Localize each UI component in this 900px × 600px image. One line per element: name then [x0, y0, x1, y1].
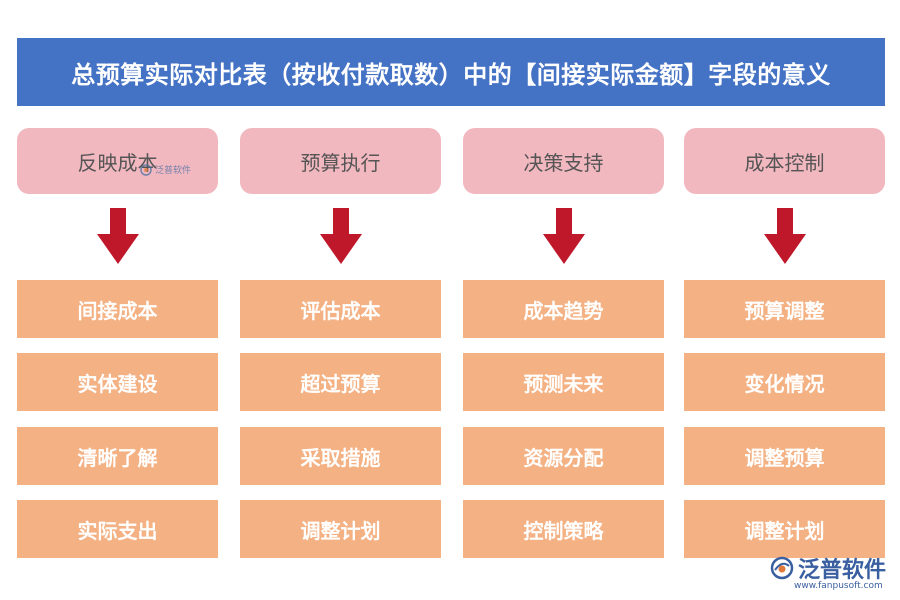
item-box: 清晰了解 — [17, 427, 218, 485]
column-2: 预算执行 评估成本 超过预算 采取措施 调整计划 — [240, 0, 441, 600]
item-box: 采取措施 — [240, 427, 441, 485]
category-header: 反映成本 — [17, 128, 218, 194]
item-box: 调整预算 — [684, 427, 885, 485]
down-arrow-icon — [97, 208, 139, 264]
item-box: 调整计划 — [240, 500, 441, 558]
category-header: 成本控制 — [684, 128, 885, 194]
category-header: 预算执行 — [240, 128, 441, 194]
item-box: 超过预算 — [240, 353, 441, 411]
brand-name: 泛普软件 — [798, 558, 887, 583]
item-box: 变化情况 — [684, 353, 885, 411]
page-title: 总预算实际对比表（按收付款取数）中的【间接实际金额】字段的意义 — [17, 38, 885, 106]
down-arrow-icon — [764, 208, 806, 264]
column-3: 决策支持 成本趋势 预测未来 资源分配 控制策略 — [463, 0, 664, 600]
category-header: 决策支持 — [463, 128, 664, 194]
watermark: 泛普软件 — [140, 163, 191, 176]
item-box: 实际支出 — [17, 500, 218, 558]
item-box: 实体建设 — [17, 353, 218, 411]
down-arrow-icon — [543, 208, 585, 264]
item-box: 资源分配 — [463, 427, 664, 485]
item-box: 间接成本 — [17, 280, 218, 338]
brand-logo: 泛普软件 — [770, 552, 886, 584]
watermark-text: 泛普软件 — [155, 166, 192, 176]
down-arrow-icon — [320, 208, 362, 264]
item-box: 调整计划 — [684, 500, 885, 558]
column-4: 成本控制 预算调整 变化情况 调整预算 调整计划 — [684, 0, 885, 600]
item-box: 预测未来 — [463, 353, 664, 411]
column-1: 反映成本 间接成本 实体建设 清晰了解 实际支出 — [17, 0, 218, 600]
fanpu-logo-icon — [770, 556, 794, 580]
brand-url: www.fanpusoft.com — [794, 581, 883, 591]
fanpu-watermark-icon — [140, 163, 152, 176]
item-box: 成本趋势 — [463, 280, 664, 338]
item-box: 预算调整 — [684, 280, 885, 338]
item-box: 评估成本 — [240, 280, 441, 338]
item-box: 控制策略 — [463, 500, 664, 558]
